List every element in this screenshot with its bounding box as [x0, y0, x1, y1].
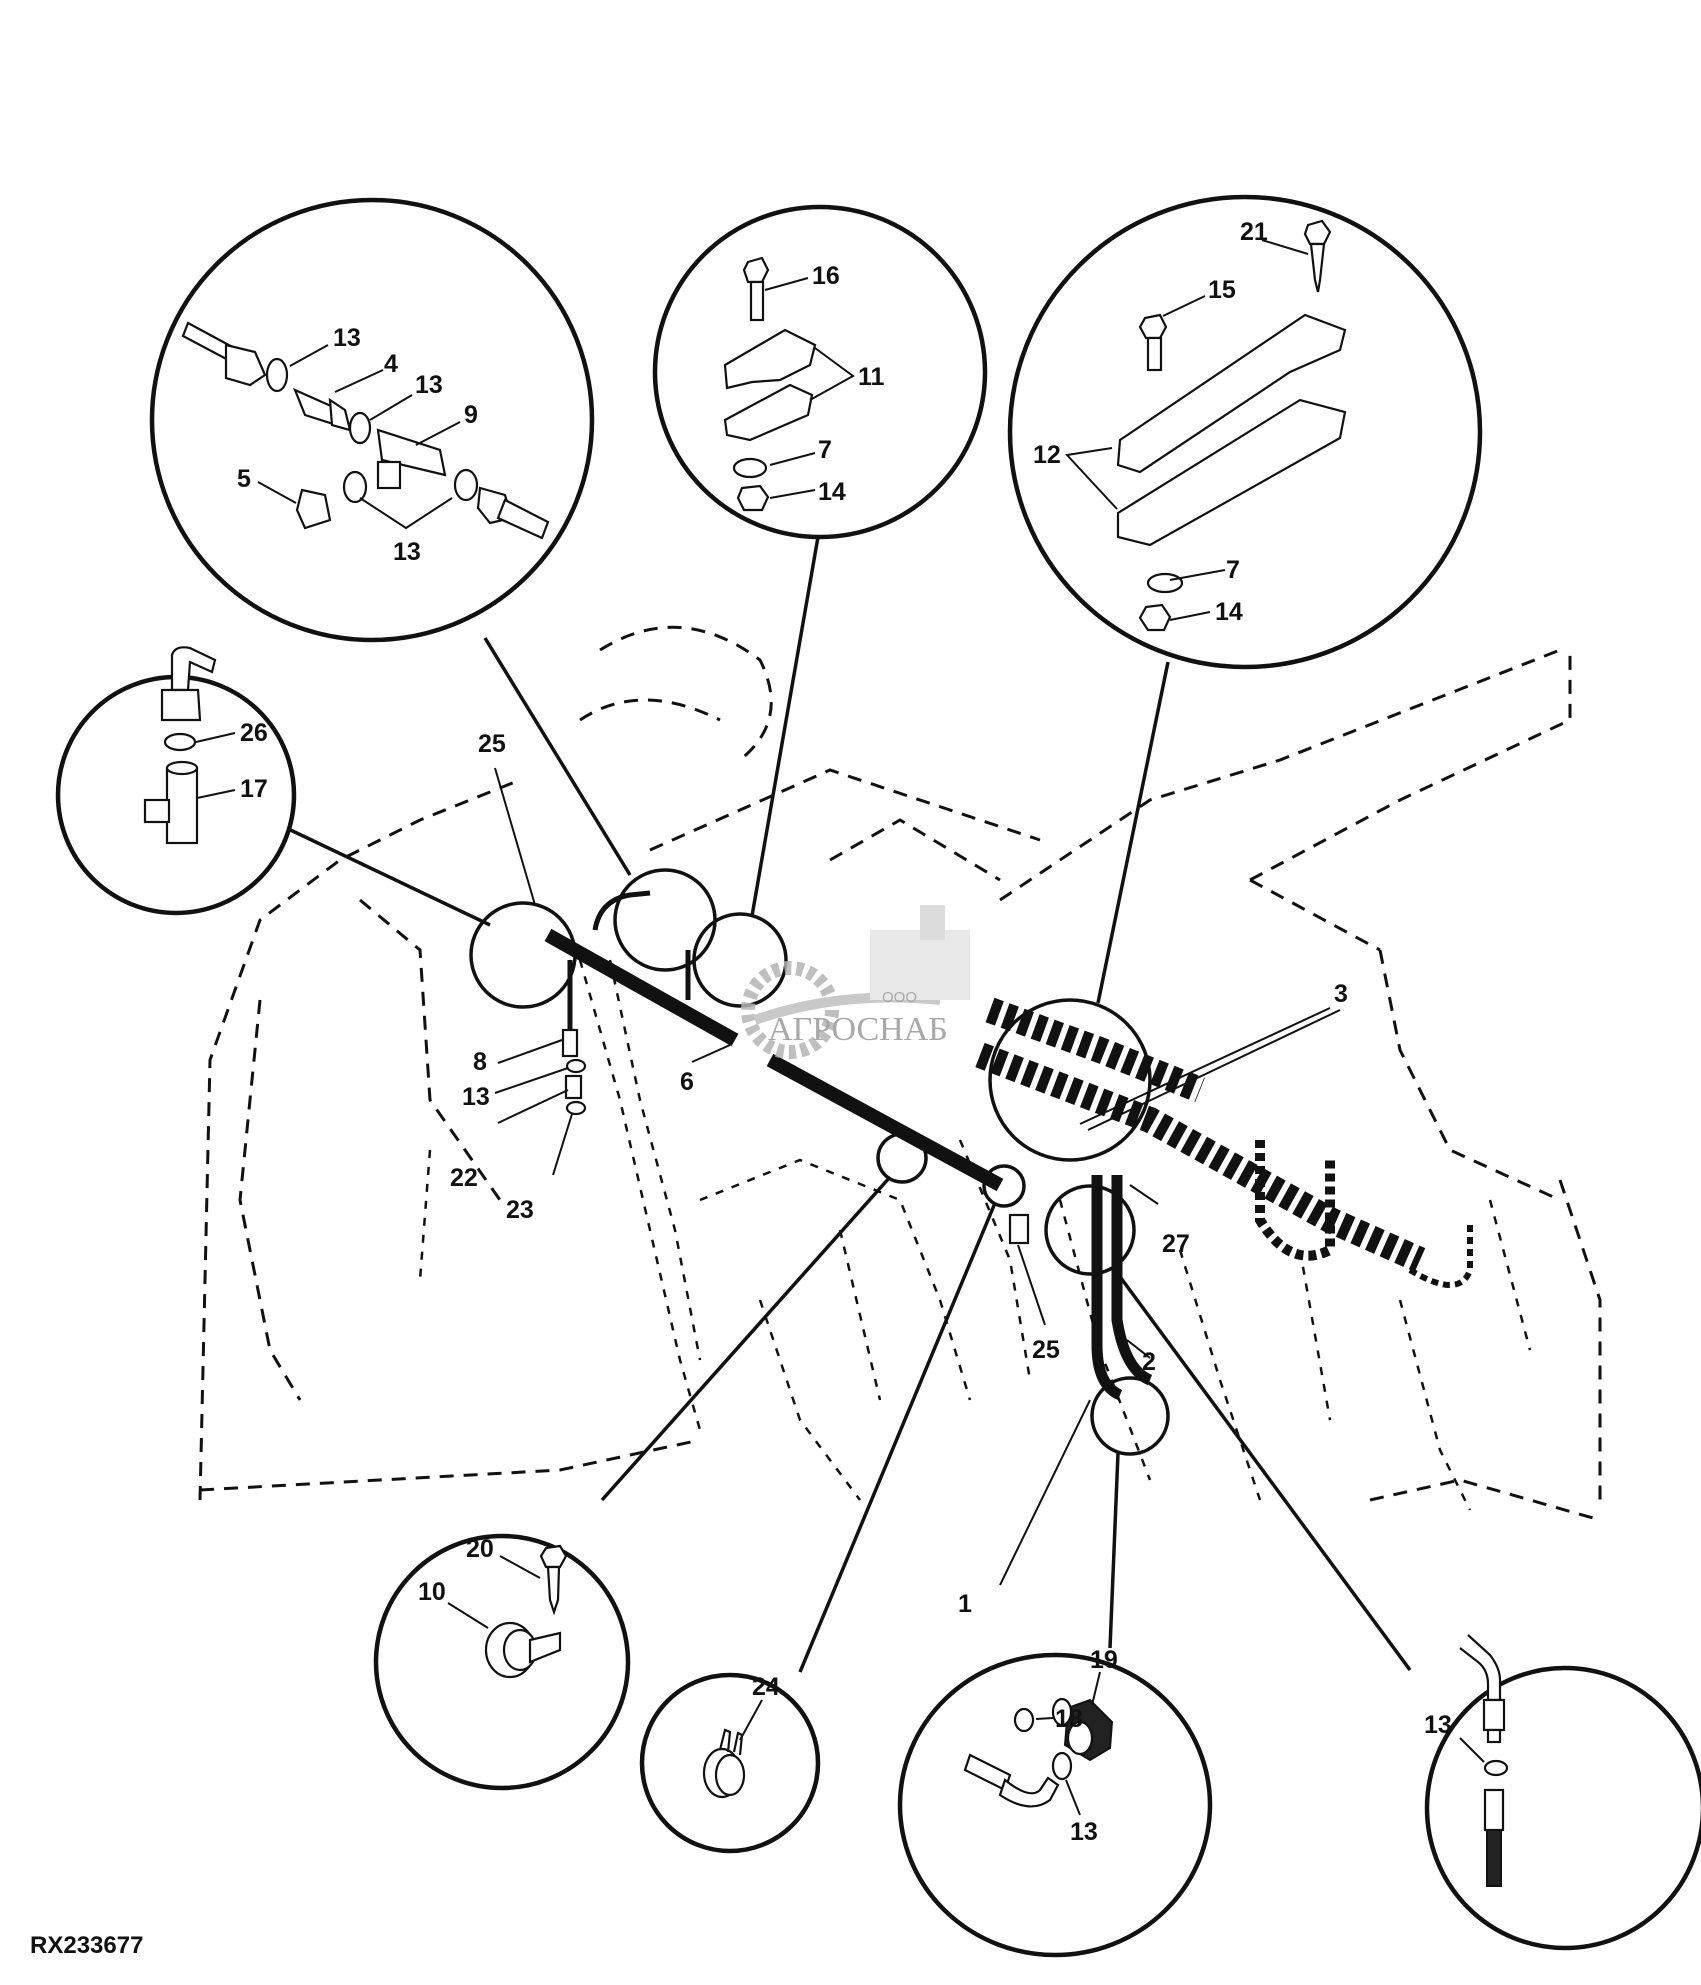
o-ring-13c — [342, 470, 368, 504]
detail-tee: 26 17 — [55, 646, 297, 916]
bolt-15 — [1138, 313, 1168, 372]
label-23: 23 — [506, 1196, 534, 1224]
clamp-half-lower-11 — [723, 383, 814, 442]
clip-10 — [484, 1621, 562, 1679]
detail-large-clamp: 21 15 12 7 14 — [1007, 194, 1483, 670]
nut-14 — [736, 484, 770, 512]
label-7: 7 — [818, 436, 832, 464]
detail-elbow: 18 19 13 — [897, 1646, 1213, 1958]
elbow-19 — [1051, 1697, 1114, 1762]
tee-9 — [376, 428, 447, 490]
watermark-prefix: ООО — [882, 989, 917, 1006]
label-14: 14 — [1215, 598, 1243, 626]
label-1: 1 — [958, 1590, 972, 1618]
label-24: 24 — [752, 1673, 780, 1701]
main-view-labels: 25 8 13 22 23 6 3 27 25 2 1 — [450, 730, 1348, 1618]
label-20: 20 — [466, 1535, 494, 1563]
hose-end-fitting — [963, 1753, 1060, 1808]
clamp-half-upper-11 — [723, 328, 817, 390]
label-12: 12 — [1033, 441, 1061, 469]
main-hose-assembly — [544, 890, 1473, 1401]
label-6: 6 — [680, 1068, 694, 1096]
hatched-hose-3b — [985, 997, 1205, 1103]
watermark-logo: ООО АГРОСНАБ — [741, 905, 970, 1059]
label-2: 2 — [1142, 1348, 1156, 1376]
swivel-nut-left — [181, 321, 267, 387]
hose-line-6-lower — [766, 1053, 1004, 1192]
label-3: 3 — [1334, 980, 1348, 1008]
washer-7 — [1146, 572, 1184, 594]
label-9: 9 — [464, 401, 478, 429]
label-16: 16 — [812, 262, 840, 290]
nut-top — [160, 688, 202, 722]
main-view-locator-rings — [469, 868, 1170, 1456]
nut-14 — [1138, 603, 1172, 632]
label-10: 10 — [418, 1578, 446, 1606]
clamp-bar-upper-12 — [1116, 313, 1347, 474]
label-13: 13 — [415, 371, 443, 399]
o-ring-13b — [348, 411, 372, 445]
screw-21 — [1303, 219, 1332, 293]
washer-7 — [732, 457, 768, 479]
background-machinery — [198, 625, 1602, 1522]
o-ring-13d — [453, 468, 479, 502]
label-26: 26 — [240, 719, 268, 747]
label-25: 25 — [478, 730, 506, 758]
bolt-16 — [742, 256, 770, 322]
detail-hose-end: 13 — [1424, 1634, 1701, 1951]
o-ring-26 — [163, 732, 197, 752]
label-18: 18 — [1055, 1705, 1083, 1733]
label-13: 13 — [1424, 1711, 1452, 1739]
hose-2 — [1111, 1175, 1153, 1386]
label-13: 13 — [1070, 1818, 1098, 1846]
o-ring-18 — [1013, 1707, 1035, 1733]
screw-20 — [539, 1544, 568, 1616]
hose-segment — [1486, 1829, 1502, 1887]
hose-1 — [1091, 1175, 1123, 1401]
label-7: 7 — [1226, 556, 1240, 584]
watermark-name: АГРОСНАБ — [768, 1011, 948, 1048]
hose-clamp-24 — [702, 1728, 746, 1799]
label-27: 27 — [1162, 1230, 1190, 1258]
label-4: 4 — [384, 350, 398, 378]
leader-lines — [279, 536, 1412, 1673]
hose-line-6-upper — [544, 928, 739, 1047]
label-22: 22 — [450, 1164, 478, 1192]
label-14: 14 — [818, 478, 846, 506]
detail-small-clamp: 16 11 7 14 — [652, 204, 988, 540]
detail-clip: 20 10 — [373, 1533, 631, 1791]
hatched-hose-3 — [975, 1042, 1426, 1272]
label-19: 19 — [1090, 1646, 1118, 1674]
clamp-bar-lower-12 — [1116, 398, 1347, 547]
label-15: 15 — [1208, 276, 1236, 304]
label-21: 21 — [1240, 218, 1268, 246]
label-17: 17 — [240, 775, 268, 803]
figure-id: RX233677 — [30, 1932, 144, 1959]
label-11: 11 — [858, 363, 885, 391]
tee-17 — [143, 760, 199, 845]
label-13: 13 — [333, 324, 361, 352]
o-ring-13 — [1051, 1751, 1073, 1781]
nut-5 — [295, 488, 332, 530]
detail-hose-clamp: 24 — [639, 1672, 821, 1854]
o-ring-13 — [1483, 1759, 1509, 1777]
label-13: 13 — [393, 538, 421, 566]
label-13: 13 — [462, 1083, 490, 1111]
label-25: 25 — [1032, 1336, 1060, 1364]
detail-fittings: 13 4 13 9 5 13 — [149, 197, 595, 643]
swivel-nut-right — [476, 486, 550, 540]
o-ring-13a — [265, 357, 289, 393]
label-8: 8 — [473, 1048, 487, 1076]
label-5: 5 — [237, 465, 251, 493]
